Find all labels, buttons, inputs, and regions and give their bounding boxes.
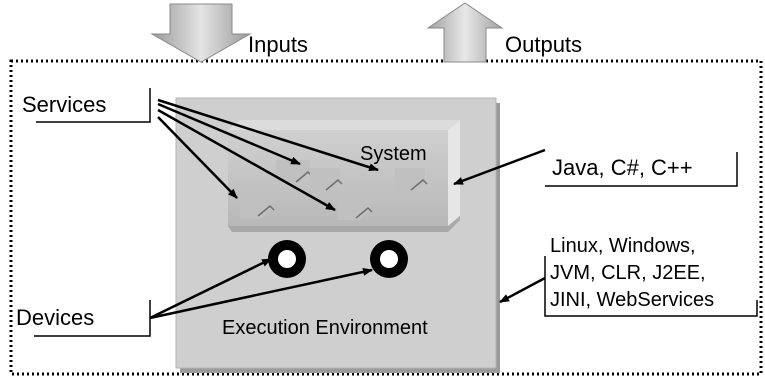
platforms-line-3: JINI, WebServices: [550, 289, 714, 311]
service-socket-5: [338, 196, 373, 220]
languages-arrow: [453, 148, 546, 186]
execution-environment-label: Execution Environment: [222, 317, 428, 339]
device-ring-1: [268, 240, 306, 278]
outputs-label: Outputs: [505, 32, 582, 57]
services-label: Services: [22, 92, 106, 117]
devices-callout-line: [34, 300, 151, 337]
services-callout-line: [36, 88, 151, 123]
services-arrow-2: [157, 102, 301, 166]
service-socket-2: [310, 168, 343, 192]
devices-arrow-1: [149, 257, 272, 320]
languages-callout-line: [545, 152, 738, 187]
inputs-arrow: [150, 3, 252, 63]
devices-arrow-2: [149, 267, 373, 320]
inputs-label: Inputs: [248, 32, 308, 57]
outputs-arrow: [426, 2, 504, 63]
system-label: System: [360, 143, 427, 165]
system-block: [228, 120, 460, 232]
platforms-line-2: JVM, CLR, J2EE,: [550, 262, 706, 284]
services-arrow-1: [157, 98, 379, 172]
platforms-callout-line: [544, 256, 758, 317]
services-arrow-3: [157, 108, 336, 212]
languages-label: Java, C#, C++: [552, 155, 693, 180]
devices-label: Devices: [16, 305, 94, 330]
platforms-arrow: [499, 276, 546, 304]
service-socket-4: [240, 194, 275, 218]
services-arrow-4: [157, 116, 238, 199]
platforms-line-1: Linux, Windows,: [550, 235, 696, 257]
system-boundary: [9, 59, 763, 376]
service-socket-3: [395, 168, 428, 192]
device-ring-2: [370, 240, 408, 278]
